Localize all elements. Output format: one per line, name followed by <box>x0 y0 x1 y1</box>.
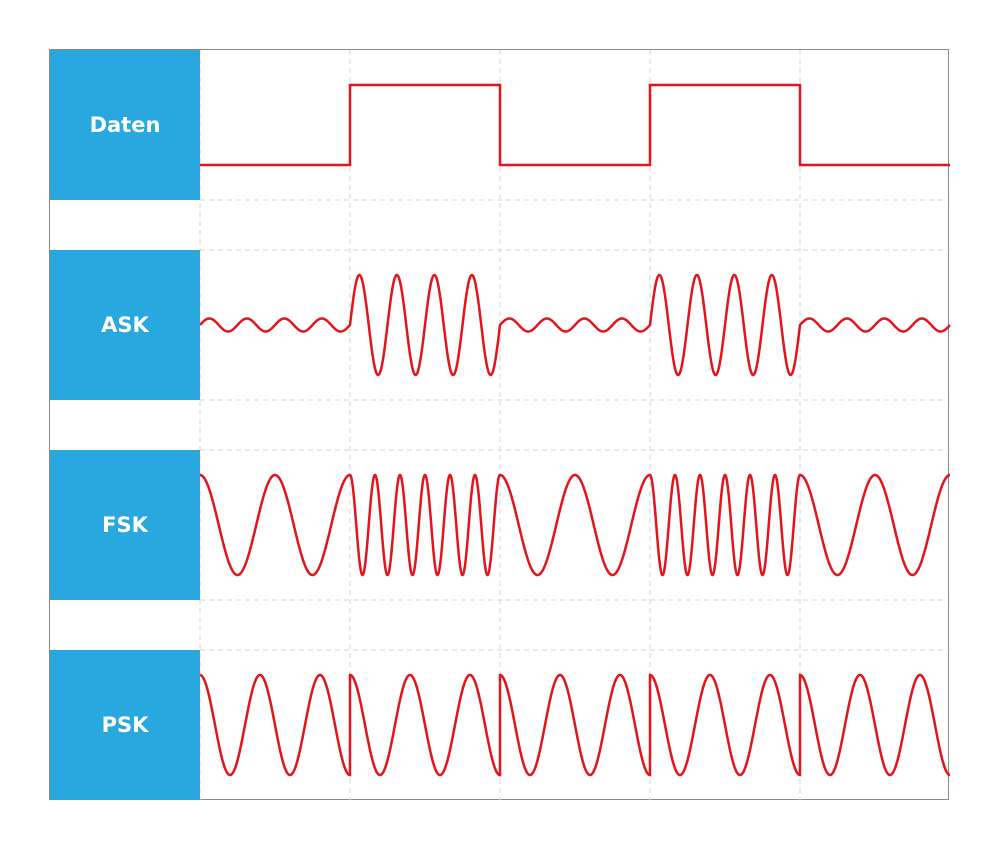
row-label-text: PSK <box>101 713 149 737</box>
fsk-waveform <box>199 473 951 577</box>
row-label-text: Daten <box>89 113 161 137</box>
row-label-text: FSK <box>102 513 148 537</box>
ask-waveform <box>199 273 951 377</box>
row-label-text: ASK <box>101 313 149 337</box>
row-label-psk: PSK <box>50 650 200 800</box>
row-label-fsk: FSK <box>50 450 200 600</box>
psk-waveform <box>199 673 951 777</box>
data-square-wave <box>200 83 950 167</box>
row-label-ask: ASK <box>50 250 200 400</box>
row-label-daten: Daten <box>50 50 200 200</box>
